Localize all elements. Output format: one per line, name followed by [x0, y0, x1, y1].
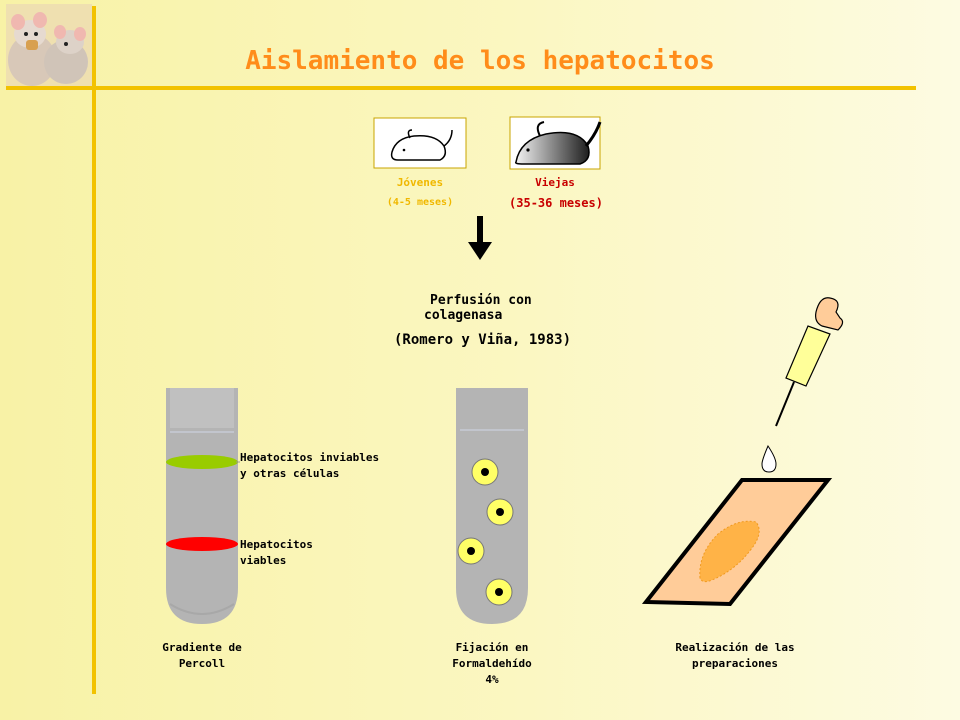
page-title: Aislamiento de los hepatocitos: [245, 46, 715, 76]
young-mouse-icon: [373, 117, 467, 169]
fixation-tube: [456, 388, 528, 624]
hepatocyte-cell: [457, 537, 485, 565]
band-inviable: [166, 455, 238, 469]
preparations-caption: Realización de las preparaciones: [675, 641, 795, 670]
drop-icon: [761, 444, 777, 473]
old-age: (35-36 meses): [509, 196, 603, 210]
percoll-caption: Gradiente de Percoll: [162, 641, 242, 670]
down-arrow-icon: [468, 216, 492, 260]
young-age: (4-5 meses): [386, 197, 454, 208]
fixation-caption: Fijación en Formaldehído 4%: [452, 641, 532, 686]
microscope-slide: [641, 478, 833, 607]
hepatocyte-cell: [485, 578, 513, 606]
perfusion-line1: Perfusión con: [430, 293, 532, 308]
pipette-icon: [775, 297, 844, 427]
perfusion-reference: (Romero y Viña, 1983): [394, 332, 572, 348]
old-label: Viejas: [535, 176, 575, 189]
old-mouse-icon: [509, 116, 602, 170]
band-viable: [166, 537, 238, 551]
perfusion-line2: colagenasa: [424, 308, 503, 323]
accent-vertical-line: [92, 6, 96, 694]
percoll-tube: [166, 388, 238, 624]
young-label: Jóvenes: [396, 176, 444, 189]
accent-horizontal-line: [6, 86, 916, 90]
hepatocyte-cell: [471, 458, 499, 486]
hepatocyte-cell: [486, 498, 514, 526]
rats-photo: [6, 4, 92, 88]
band-viable-label: Hepatocitos viables: [240, 538, 313, 567]
band-inviable-label: Hepatocitos inviables y otras células: [240, 451, 380, 480]
